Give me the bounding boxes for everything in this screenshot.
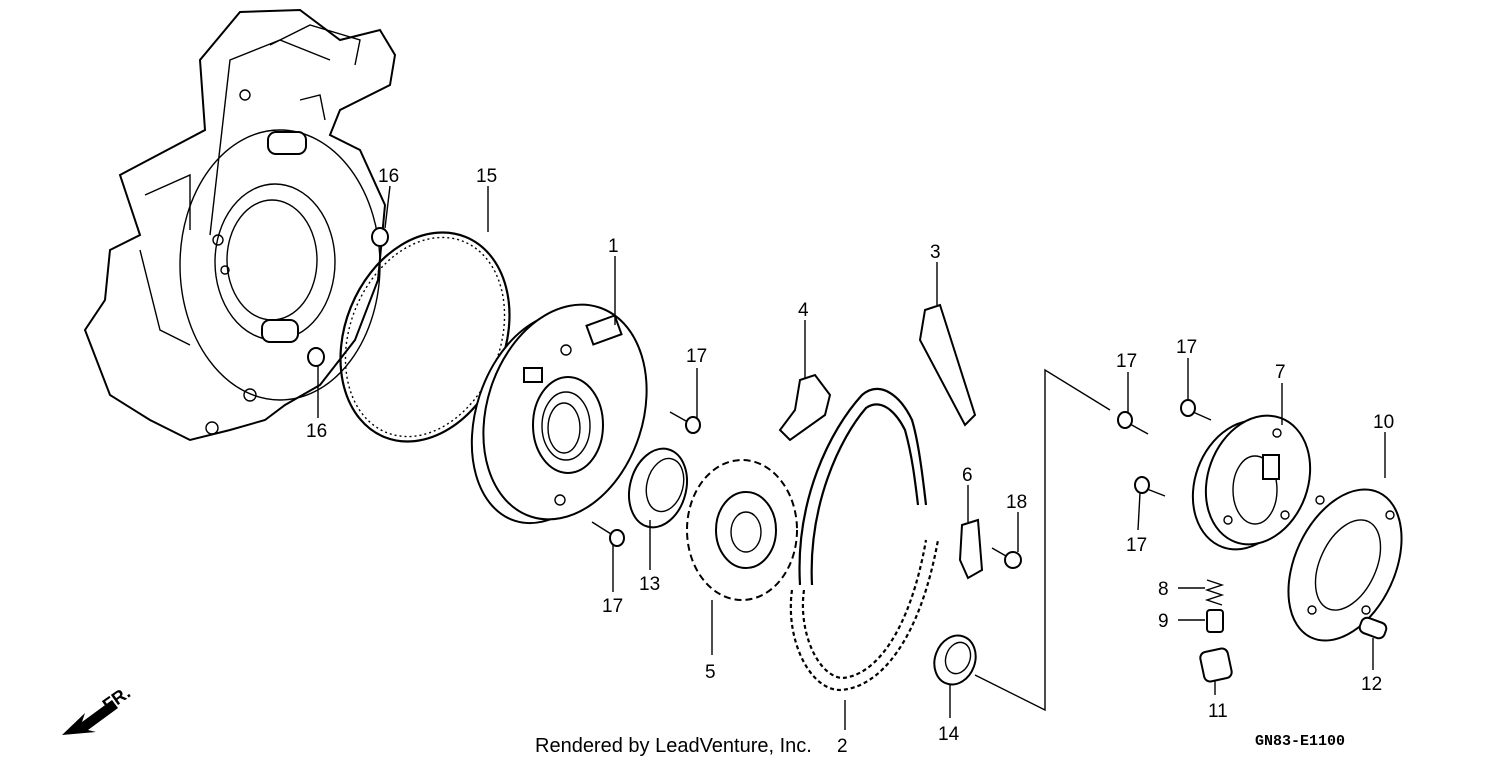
chain-guide-plate-6 <box>958 518 984 580</box>
callout-2: 2 <box>837 736 848 757</box>
washer-16-upper <box>371 227 389 247</box>
pin-12 <box>1358 616 1388 640</box>
callout-16-lower: 16 <box>306 421 327 442</box>
spring-8 <box>1204 579 1225 606</box>
crankcase-cover <box>83 8 397 442</box>
callout-3: 3 <box>930 242 941 263</box>
group-bracket <box>974 368 1111 712</box>
callout-11: 11 <box>1208 701 1228 722</box>
callout-17-e: 17 <box>1126 535 1147 556</box>
drive-chain-2 <box>789 388 940 692</box>
callout-14: 14 <box>938 724 960 745</box>
callout-17-b: 17 <box>602 596 623 617</box>
callout-4: 4 <box>798 300 809 321</box>
chain-guide-4 <box>778 373 832 442</box>
callout-17-d: 17 <box>1176 337 1197 358</box>
diagram-code: GN83-E1100 <box>1255 733 1345 750</box>
callout-9: 9 <box>1158 611 1169 632</box>
bolt-18 <box>991 547 1022 569</box>
roller-11 <box>1199 647 1233 683</box>
callout-15: 15 <box>476 166 497 187</box>
callout-16-upper: 16 <box>378 166 399 187</box>
screw-17-b <box>591 521 625 547</box>
callout-6: 6 <box>962 465 973 486</box>
callout-10: 10 <box>1373 412 1394 433</box>
callout-17-a: 17 <box>686 346 707 367</box>
callout-17-c: 17 <box>1116 351 1137 372</box>
sprocket-5 <box>686 459 798 601</box>
oil-seal-13 <box>628 447 688 529</box>
screw-17-c <box>1117 411 1149 435</box>
callout-5: 5 <box>705 662 716 683</box>
callout-8: 8 <box>1158 579 1169 600</box>
callout-18: 18 <box>1006 492 1027 513</box>
plunger-9 <box>1206 609 1224 633</box>
plate-10 <box>1287 488 1403 642</box>
callout-7: 7 <box>1275 362 1286 383</box>
callout-13: 13 <box>639 574 660 595</box>
screw-17-d <box>1180 399 1212 421</box>
chain-slipper-3 <box>918 303 977 427</box>
leader-lines <box>317 185 1386 730</box>
screw-17-e <box>1134 476 1166 497</box>
washer-16-lower <box>307 347 325 367</box>
clutch-cover-1 <box>470 303 648 525</box>
callout-12: 12 <box>1361 674 1382 695</box>
callout-1: 1 <box>608 236 619 257</box>
oil-seal-14 <box>933 634 977 686</box>
front-direction-arrow-icon: FR. <box>62 682 134 735</box>
footer-credit: Rendered by LeadVenture, Inc. <box>535 735 812 757</box>
starter-clutch-7 <box>1191 414 1312 551</box>
callouts: 1 2 3 4 5 6 7 8 9 10 11 12 13 14 15 16 1… <box>306 166 1394 757</box>
screw-17-a <box>669 411 701 434</box>
